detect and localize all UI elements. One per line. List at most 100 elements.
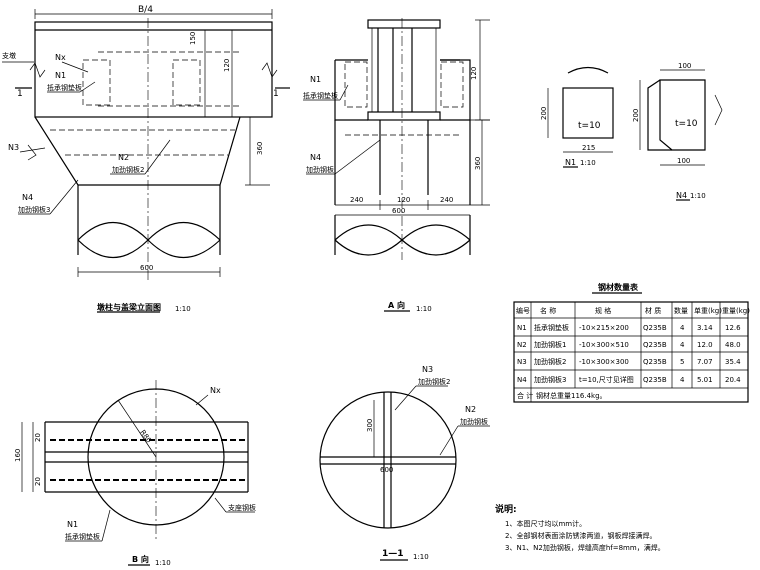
s-n2-desc: 加劲钢板	[460, 417, 488, 426]
b-view-title: B 向	[132, 554, 149, 564]
a-view-scale: 1:10	[416, 305, 432, 313]
n1-plate-scale: 1:10	[580, 159, 596, 167]
notes: 说明: 1、本图尺寸均以mm计。 2、全部钢材表面涂防锈漆两道，钢板焊接满焊。 …	[495, 503, 665, 552]
n4-dim-w: 100	[677, 157, 690, 165]
b-right-label: 支座钢板	[228, 503, 256, 512]
elevation-view: B/4 支墩 1 1 120 150 Nx N1 抵承钢垫板	[2, 5, 290, 313]
th-spec: 规 格	[595, 306, 611, 315]
b-dim-left-1: 20	[34, 433, 42, 442]
n1-dim-h: 200	[540, 107, 548, 120]
b-dim-left-3: 20	[34, 477, 42, 486]
b-view-scale: 1:10	[155, 559, 171, 567]
table-cell: 加劲钢板3	[534, 375, 566, 384]
dim-right-1: 120	[223, 59, 231, 72]
n4-plate-text: t=10	[675, 119, 698, 129]
n2-desc: 加劲钢板2	[112, 165, 144, 174]
s-n3-desc: 加劲钢板2	[418, 377, 450, 386]
a-n4-label: N4	[310, 153, 321, 162]
a-dim-right: 120	[470, 67, 478, 80]
s-dim-v: 300	[366, 419, 374, 432]
th-no: 编号	[516, 306, 530, 315]
n4-plate-caption: N4	[676, 191, 687, 200]
b-nx-label: Nx	[210, 386, 221, 395]
table-cell: 5	[680, 358, 684, 366]
b-n1-desc: 抵承钢垫板	[65, 532, 100, 541]
th-weight: 重量(kg)	[722, 307, 750, 315]
table-cell: 4	[680, 341, 685, 349]
notes-title: 说明:	[495, 503, 517, 515]
table-cell: N1	[517, 324, 527, 332]
n4-plate-scale: 1:10	[690, 192, 706, 200]
b-n1-label: N1	[67, 520, 78, 529]
nx-label: Nx	[55, 53, 66, 62]
a-dim-right-2: 360	[474, 157, 482, 170]
s-scale: 1:10	[413, 553, 429, 561]
th-name: 名 称	[540, 306, 556, 315]
table-cell: Q235B	[643, 358, 667, 366]
th-mat: 材 质	[645, 306, 661, 315]
a-dim-b1: 240	[350, 196, 363, 204]
n4-label: N4	[22, 193, 33, 202]
table-cell: 20.4	[725, 376, 741, 384]
note-item: 1、本图尺寸均以mm计。	[505, 519, 586, 528]
a-dim-total: 600	[392, 207, 405, 215]
b-dim-diag: R80	[138, 429, 152, 445]
table-total-text: 钢材总重量116.4kg。	[536, 391, 607, 400]
table-cell: N4	[517, 376, 527, 384]
table-cell: 加劲钢板1	[534, 340, 566, 349]
n4-dim-top: 100	[678, 62, 691, 70]
table-cell: Q235B	[643, 324, 667, 332]
n1-plate-caption: N1	[565, 158, 576, 167]
table-cell: 4	[680, 324, 685, 332]
s-title: 1—1	[382, 549, 404, 559]
section-1-1: 300 600 N3 加劲钢板2 N2 加劲钢板 1—1 1:10	[319, 365, 490, 561]
table-cell: 35.4	[725, 358, 741, 366]
table-cell: Q235B	[643, 341, 667, 349]
a-dim-b2: 120	[397, 196, 410, 204]
elevation-scale: 1:10	[175, 305, 191, 313]
table-cell: 加劲钢板2	[534, 357, 566, 366]
table-title: 钢材数量表	[598, 282, 639, 292]
n3-label: N3	[8, 143, 19, 152]
s-n2-label: N2	[465, 405, 476, 414]
note-item: 2、全部钢材表面涂防锈漆两道，钢板焊接满焊。	[505, 531, 656, 540]
table-cell: 7.07	[697, 358, 713, 366]
n2-label: N2	[118, 153, 129, 162]
n1-plate-text: t=10	[578, 121, 601, 131]
th-unit: 单重(kg)	[694, 306, 722, 315]
n1-desc: 抵承钢垫板	[47, 83, 82, 92]
note-item: 3、N1、N2加劲钢板，焊缝高度hf=8mm，满焊。	[505, 543, 665, 552]
table-cell: N2	[517, 341, 527, 349]
table-cell: 12.0	[697, 341, 713, 349]
table-cell: 4	[680, 376, 685, 384]
table-cell: 12.6	[725, 324, 741, 332]
n4-plate-detail: 100 200 100 t=10 N4 1:10	[632, 62, 723, 201]
n4-dim-h: 200	[632, 109, 640, 122]
a-n4-desc: 加劲钢板	[306, 165, 334, 174]
b-dim-left-2: 160	[14, 449, 22, 462]
dim-right-2: 360	[256, 142, 264, 155]
table-cell: 48.0	[725, 341, 741, 349]
table-total-label: 合 计	[517, 391, 533, 400]
n4-desc: 加劲钢板3	[18, 205, 50, 214]
s-dim-h: 600	[380, 466, 393, 474]
s-n3-label: N3	[422, 365, 433, 374]
a-n1-desc: 抵承钢垫板	[303, 91, 338, 100]
elevation-title: 墩柱与盖梁立面图	[97, 302, 161, 312]
th-qty: 数量	[674, 306, 688, 315]
n1-label: N1	[55, 71, 66, 80]
n1-plate-detail: 200 215 t=10 N1 1:10	[540, 66, 614, 168]
dim-top: 150	[189, 32, 197, 45]
a-dim-b3: 240	[440, 196, 453, 204]
table-cell: t=10,尺寸见详图	[579, 375, 634, 384]
table-cell: -10×215×200	[579, 324, 629, 332]
a-n1-label: N1	[310, 75, 321, 84]
b-view: 160 20 20 R80 Nx N1 抵承钢垫板 支座钢板 B 向 1:10	[14, 380, 256, 567]
table-cell: 抵承钢垫板	[534, 323, 569, 332]
section-mark-left: 1	[17, 89, 23, 99]
table-cell: -10×300×510	[579, 341, 629, 349]
side-label: 支墩	[2, 51, 16, 60]
dim-bottom: 600	[140, 264, 153, 272]
table-cell: Q235B	[643, 376, 667, 384]
